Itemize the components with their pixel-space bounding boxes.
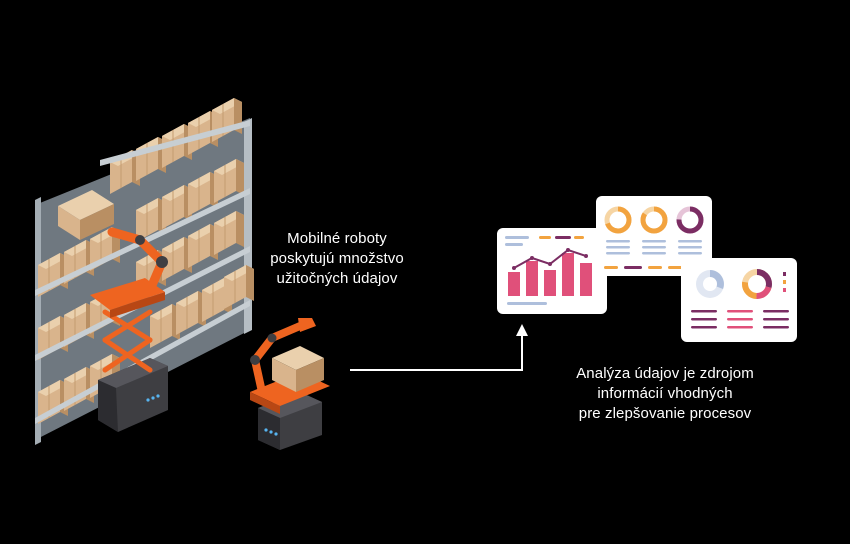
- scissor-lift-robot-icon: [58, 190, 168, 432]
- caption-line: informácií vhodných: [597, 385, 733, 402]
- robot-arm-icon: [250, 318, 330, 450]
- caption-data-analysis: Analýza údajov je zdrojom informácií vho…: [545, 364, 785, 424]
- caption-line: Analýza údajov je zdrojom: [576, 365, 754, 382]
- dashboard-card-donuts: [596, 196, 712, 276]
- dashboard-card-pies: [681, 258, 797, 342]
- caption-mobile-robots: Mobilné roboty poskytujú množstvo užitoč…: [262, 229, 412, 289]
- analytics-dashboard-icon: [497, 196, 797, 342]
- caption-line: užitočných údajov: [276, 270, 398, 287]
- caption-line: pre zlepšovanie procesov: [578, 405, 752, 422]
- caption-line: poskytujú množstvo: [270, 250, 404, 267]
- connector-arrow: [350, 324, 528, 371]
- caption-line: Mobilné roboty: [287, 230, 387, 247]
- dashboard-card-bars: [497, 228, 607, 314]
- arrow-up-icon: [516, 324, 528, 336]
